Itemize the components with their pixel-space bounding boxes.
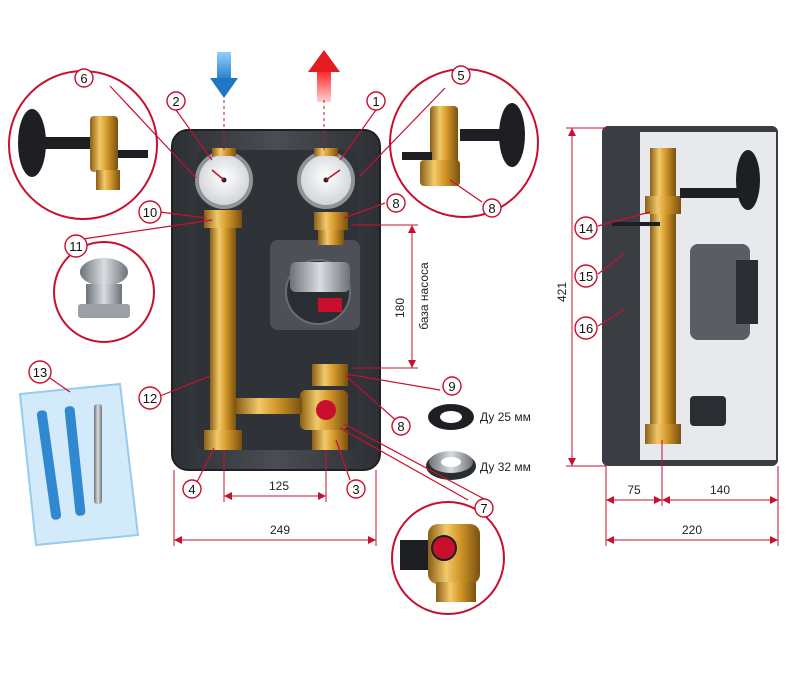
dim-front-width-value: 249 [270,523,290,537]
gasket-dn32-label: Ду 32 мм [480,460,531,474]
callout-10: 10 [138,200,162,224]
side-valve-handle [680,188,740,198]
return-pipe-nut-bottom [204,430,242,450]
callout-15: 15 [574,264,598,288]
svg-text:15: 15 [579,269,593,284]
callout-12: 12 [138,386,162,410]
dim-pump-base-label: база насоса [417,262,431,330]
return-pipe [210,215,236,450]
callout-3: 3 [346,479,366,499]
callout-8-lower: 8 [391,416,411,436]
svg-text:13: 13 [33,365,47,380]
callout-1: 1 [366,91,386,111]
dimension-height: 421 [555,127,606,467]
callout-5: 5 [451,65,471,85]
svg-text:16: 16 [579,321,593,336]
side-view [602,126,778,466]
detail-11-check-valve [53,241,155,343]
svg-text:10: 10 [143,205,157,220]
dimension-axis-spacing: 125 [223,450,327,502]
callout-16: 16 [574,316,598,340]
side-valve-knob [736,150,760,210]
callout-4: 4 [182,479,202,499]
detail-5-ball-valve-right [389,68,539,218]
svg-text:7: 7 [480,501,487,516]
svg-text:14: 14 [579,221,593,236]
callout-14: 14 [574,216,598,240]
svg-text:5: 5 [457,68,464,83]
gasket-dn25-label: Ду 25 мм [480,410,531,424]
dimension-side-depths: 75 140 220 [605,440,779,546]
side-pump-face [736,260,758,324]
detail-6-ball-valve-left [8,70,158,220]
side-supply-pipe [650,148,676,440]
detail-7-mixing-valve-closeup [391,501,505,615]
dimension-front-width: 249 [173,470,377,546]
detail-9-gaskets [426,404,476,480]
dim-side-a-value: 75 [627,483,641,497]
gauge-left-needle [211,169,225,181]
side-pump [690,244,750,340]
detail-13-mounting-kit [18,382,140,547]
supply-fitting-8-lower [312,364,348,386]
side-pipe-bottom [645,424,681,444]
supply-fitting-8-top [314,212,348,230]
callout-7: 7 [474,498,494,518]
callout-11: 11 [64,234,88,258]
front-view [171,50,381,471]
dim-side-total-value: 220 [682,523,702,537]
side-wall-bracket [612,222,660,226]
supply-flow-arrow-down [210,52,238,98]
callout-9: 9 [442,376,462,396]
svg-text:6: 6 [80,71,87,86]
pump-indicator [318,298,342,312]
dim-height-value: 421 [555,282,569,302]
mixing-valve-knob [316,400,336,420]
bypass-pipe [236,398,302,414]
dimension-pump-base: 180 база насоса [352,224,431,369]
callout-2: 2 [166,91,186,111]
svg-text:11: 11 [69,239,83,254]
svg-text:2: 2 [172,94,179,109]
dim-pump-base-value: 180 [393,298,407,318]
svg-text:9: 9 [448,379,455,394]
callout-6: 6 [74,68,94,88]
callout-13: 13 [28,360,52,384]
svg-text:1: 1 [372,94,379,109]
side-pipe-nut [645,196,681,214]
callout-8-right: 8 [482,198,502,218]
gauge-left-collar [212,148,236,156]
pump-head [290,262,350,292]
return-pipe-nut-top [204,210,242,228]
svg-text:8: 8 [488,201,495,216]
return-flow-arrow-up [308,50,340,102]
svg-text:8: 8 [397,419,404,434]
leader-lines [43,85,651,501]
callout-8-top: 8 [386,193,406,213]
svg-text:12: 12 [143,391,157,406]
svg-text:3: 3 [352,482,359,497]
supply-pipe-bottom [312,430,348,450]
side-bottom-valve [690,396,726,426]
dim-side-b-value: 140 [710,483,730,497]
gauge-right-collar [314,148,338,156]
svg-text:8: 8 [392,196,399,211]
dim-axis-spacing-value: 125 [269,479,289,493]
svg-text:4: 4 [188,482,195,497]
gauge-right-needle [325,169,341,181]
